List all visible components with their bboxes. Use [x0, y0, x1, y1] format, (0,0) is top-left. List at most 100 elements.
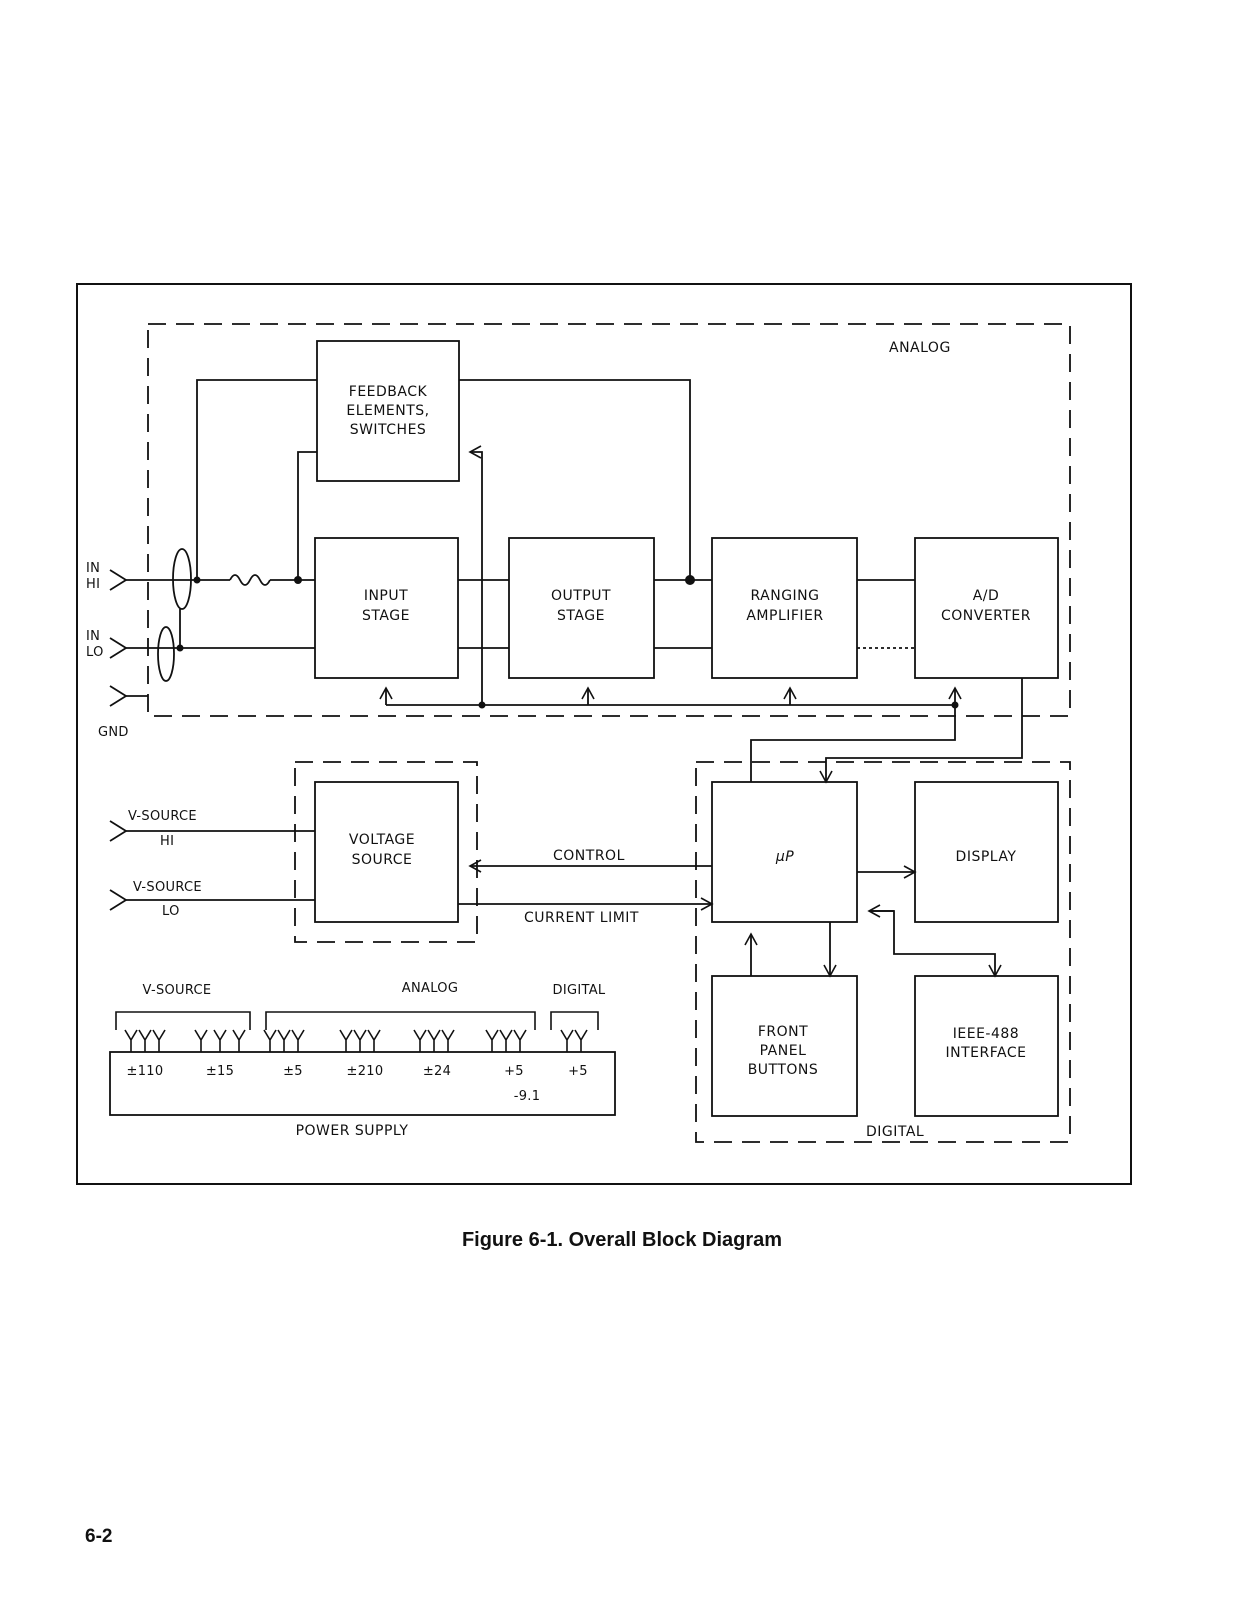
microprocessor-label: μP — [775, 849, 794, 865]
current-limit-signal-label: CURRENT LIMIT — [524, 910, 639, 926]
control-signal-label: CONTROL — [553, 848, 625, 864]
supply-output-15: ±15 — [206, 1064, 234, 1079]
input-stage-label-2: STAGE — [362, 608, 410, 624]
figure-frame — [76, 283, 1132, 1185]
input-stage-label-1: INPUT — [364, 588, 408, 604]
in-lo-terminal — [109, 637, 128, 659]
input-resistor — [229, 574, 271, 586]
supply-output-neg91: -9.1 — [514, 1089, 541, 1104]
supply-fork-12 — [413, 1029, 427, 1052]
up-ieee-bus-wire — [869, 910, 1002, 978]
feedback-return-wire — [297, 451, 317, 580]
guard-shield-hi — [172, 548, 192, 610]
feedback-label-3: SWITCHES — [350, 422, 427, 438]
supply-output-210: ±210 — [347, 1064, 384, 1079]
feedback-top-wire — [196, 379, 317, 580]
bus-to-feedback-wire — [468, 445, 483, 705]
vsource-hi-label-1: V-SOURCE — [128, 809, 197, 824]
supply-fork-18 — [560, 1029, 574, 1052]
supply-group-digital-label: DIGITAL — [553, 983, 606, 998]
in-hi-terminal — [109, 569, 128, 591]
supply-fork-0 — [124, 1029, 138, 1052]
supply-fork-9 — [339, 1029, 353, 1052]
vsource-hi-label-2: HI — [160, 834, 174, 849]
ieee-488-interface-block — [914, 975, 1059, 1117]
display-block — [914, 781, 1059, 923]
supply-bracket-vsource — [115, 1011, 251, 1030]
supply-group-vsource-label: V-SOURCE — [143, 983, 212, 998]
supply-fork-8 — [291, 1029, 305, 1052]
output-stage-label-1: OUTPUT — [551, 588, 611, 604]
ad-converter-block — [914, 537, 1059, 679]
supply-bracket-digital — [550, 1011, 599, 1030]
supply-fork-1 — [138, 1029, 152, 1052]
display-label: DISPLAY — [956, 849, 1017, 865]
supply-output-24: ±24 — [423, 1064, 451, 1079]
supply-output-5c: +5 — [568, 1064, 588, 1079]
output-stage-label-2: STAGE — [557, 608, 605, 624]
feedback-label-2: ELEMENTS, — [346, 403, 429, 419]
supply-fork-14 — [441, 1029, 455, 1052]
supply-group-analog-label: ANALOG — [402, 981, 458, 996]
ranging-amp-label-1: RANGING — [750, 588, 819, 604]
supply-fork-2 — [152, 1029, 166, 1052]
power-supply-label: POWER SUPPLY — [296, 1123, 409, 1139]
vsource-lo-label-1: V-SOURCE — [133, 880, 202, 895]
vsource-lo-terminal — [109, 889, 128, 911]
supply-fork-10 — [353, 1029, 367, 1052]
supply-bracket-analog — [265, 1011, 536, 1030]
supply-fork-7 — [277, 1029, 291, 1052]
supply-fork-11 — [367, 1029, 381, 1052]
front-panel-buttons-block — [711, 975, 858, 1117]
ad-to-up-wire — [819, 678, 1023, 784]
voltage-source-region-outline — [294, 761, 478, 943]
feedback-label-1: FEEDBACK — [349, 384, 428, 400]
supply-output-5b: +5 — [504, 1064, 524, 1079]
input-stage-block — [314, 537, 459, 679]
output-stage-block — [508, 537, 655, 679]
supply-fork-5 — [232, 1029, 246, 1052]
output-node-dot — [685, 575, 695, 585]
supply-output-5a: ±5 — [283, 1064, 303, 1079]
feedback-block — [316, 340, 460, 482]
ieee-label-1: IEEE-488 — [953, 1026, 1019, 1042]
page-number: 6-2 — [85, 1526, 113, 1547]
guard-shield-lo — [157, 626, 175, 682]
bus-ad-node-dot — [951, 701, 959, 709]
ranging-amplifier-block — [711, 537, 858, 679]
vsource-hi-terminal — [109, 820, 128, 842]
supply-fork-4 — [213, 1029, 227, 1052]
power-supply-block — [109, 1051, 616, 1116]
supply-fork-3 — [194, 1029, 208, 1052]
front-panel-label-2: PANEL — [760, 1043, 807, 1059]
ranging-amp-label-2: AMPLIFIER — [746, 608, 823, 624]
output-feedback-wire — [459, 379, 691, 580]
up-to-analog-bus-wire — [750, 705, 956, 782]
supply-fork-15 — [485, 1029, 499, 1052]
vsource-lo-label-2: LO — [162, 904, 180, 919]
voltage-source-block — [314, 781, 459, 923]
in-lo-label-2: LO — [86, 645, 104, 660]
microprocessor-block — [711, 781, 858, 923]
analog-region-label: ANALOG — [889, 340, 951, 356]
ad-converter-label-2: CONVERTER — [941, 608, 1031, 624]
supply-fork-19 — [574, 1029, 588, 1052]
voltage-source-label-1: VOLTAGE — [349, 832, 415, 848]
in-hi-label-1: IN — [86, 561, 100, 576]
voltage-source-label-2: SOURCE — [352, 852, 413, 868]
supply-fork-6 — [263, 1029, 277, 1052]
front-panel-label-3: BUTTONS — [748, 1062, 819, 1078]
supply-output-connectors — [124, 1029, 588, 1052]
hi-node-dot — [193, 576, 201, 584]
gnd-label: GND — [98, 725, 129, 740]
gnd-terminal — [109, 685, 128, 707]
digital-region-label: DIGITAL — [866, 1124, 924, 1140]
figure-caption: Figure 6-1. Overall Block Diagram — [461, 1229, 783, 1251]
supply-output-110: ±110 — [127, 1064, 164, 1079]
lo-node-dot — [176, 644, 184, 652]
input-node-dot — [294, 576, 302, 584]
analog-region-outline — [147, 323, 1071, 717]
in-hi-label-2: HI — [86, 577, 100, 592]
